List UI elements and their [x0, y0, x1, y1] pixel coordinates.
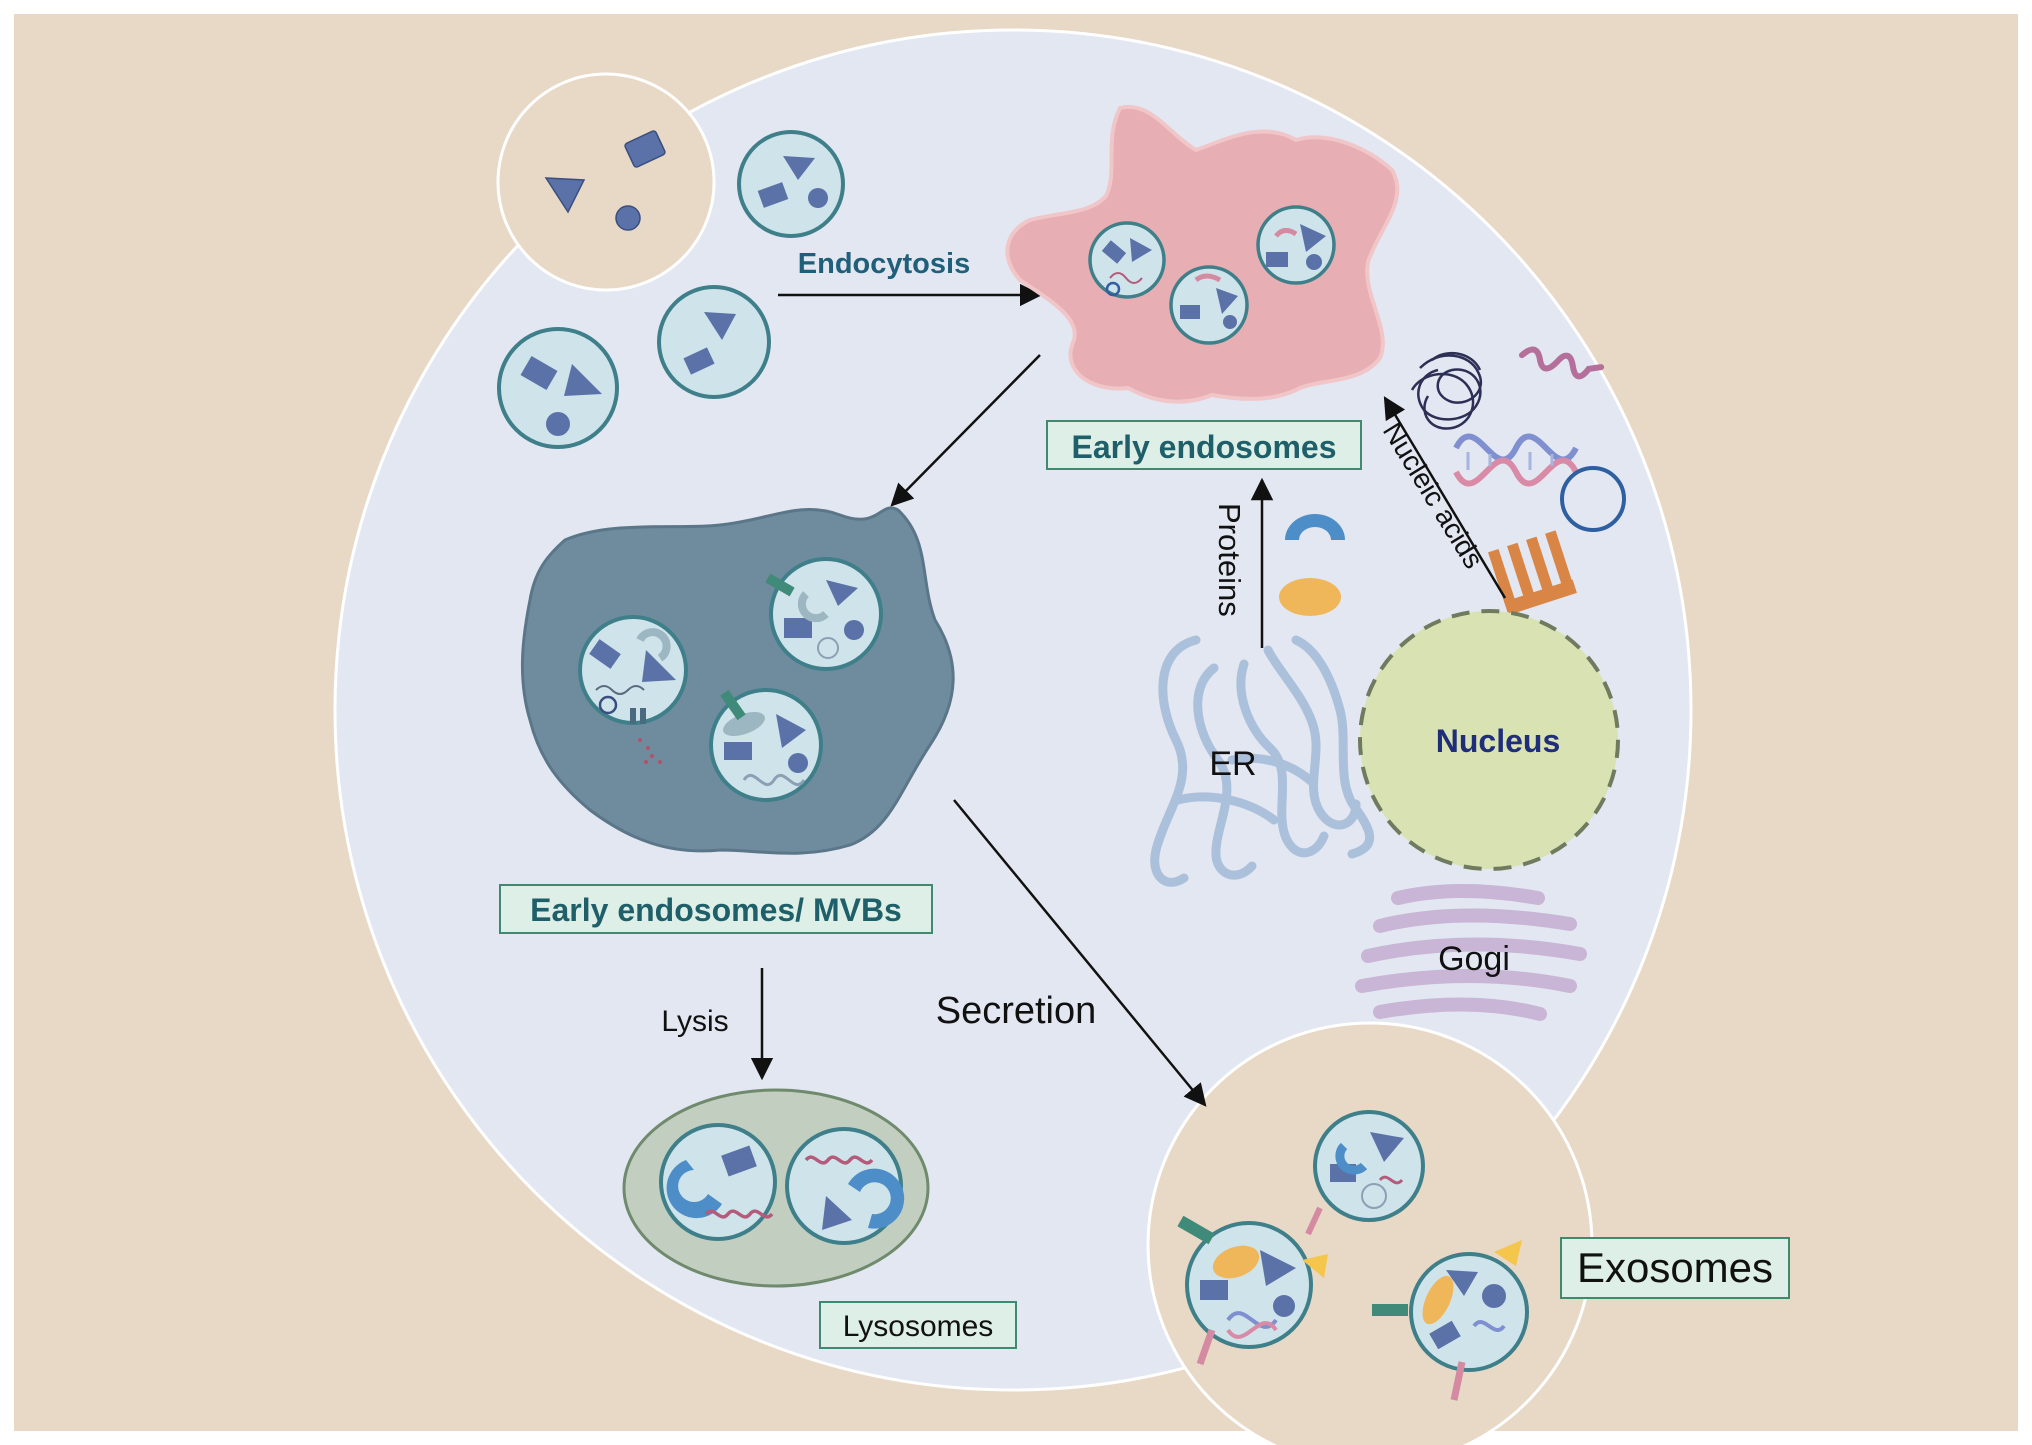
early-endosomes-mvbs-label: Early endosomes/ MVBs [530, 892, 902, 928]
exosome [1305, 1110, 1425, 1236]
lysis-label: Lysis [661, 1005, 728, 1038]
triangle-cargo [544, 177, 586, 214]
secretion-label: Secretion [936, 990, 1097, 1032]
rect-cargo [624, 130, 666, 168]
proteins-label: Proteins [1212, 503, 1247, 617]
nucleic-acids-cluster [1410, 346, 1626, 616]
exosomes-label-box: Exosomes [1560, 1237, 1790, 1299]
vesicle [657, 285, 771, 399]
er-label: ER [1209, 745, 1256, 783]
lysosome [622, 1088, 930, 1288]
exosome [1177, 1215, 1328, 1366]
oligo-comb-icon [1488, 530, 1577, 616]
extracellular-cargo [544, 130, 666, 231]
vesicle [737, 130, 845, 238]
exosome [1372, 1240, 1529, 1401]
vesicle [709, 688, 823, 802]
nucleic-acids-arrow [1383, 396, 1507, 599]
multivesicular-body [520, 506, 955, 855]
vesicle [659, 1123, 777, 1241]
rna-strand-icon [1518, 346, 1605, 380]
tangled-rna-icon [1410, 352, 1482, 430]
vesicle [1256, 205, 1336, 285]
vesicle [785, 1127, 905, 1245]
maturation-arrow [890, 354, 1041, 507]
vesicle [1088, 221, 1166, 299]
released-fragments [638, 738, 662, 764]
endocytic-invagination [496, 72, 716, 292]
lysosomes-label: Lysosomes [843, 1310, 994, 1343]
early-endosomes-label-box: Early endosomes [1046, 420, 1362, 470]
exosomes-label: Exosomes [1577, 1244, 1773, 1291]
endocytic-vesicles [497, 130, 845, 449]
vesicle [578, 615, 688, 725]
protein-crescent-icon [1285, 514, 1345, 540]
vesicle [497, 327, 619, 449]
endocytosis-label: Endocytosis [798, 248, 970, 280]
round-cargo [615, 205, 641, 231]
nucleus: Nucleus [1358, 609, 1620, 871]
dna-helix-icon [1453, 433, 1579, 487]
exosomes [1177, 1110, 1529, 1401]
lysosomes-label-box: Lysosomes [819, 1301, 1017, 1349]
protein-oval-icon [1279, 578, 1341, 616]
secretion-arrow [953, 799, 1207, 1107]
vesicle [1169, 265, 1249, 345]
nucleus-label: Nucleus [1436, 723, 1560, 759]
early-endosomes-label: Early endosomes [1072, 429, 1337, 465]
plasmid-ring-icon [1560, 466, 1626, 532]
early-endosome [1005, 104, 1400, 404]
early-endosomes-mvbs-label-box: Early endosomes/ MVBs [499, 884, 933, 934]
endoplasmic-reticulum [1150, 635, 1375, 887]
golgi-label: Gogi [1438, 940, 1510, 978]
golgi-apparatus [1355, 884, 1587, 1021]
vesicle [765, 557, 883, 671]
